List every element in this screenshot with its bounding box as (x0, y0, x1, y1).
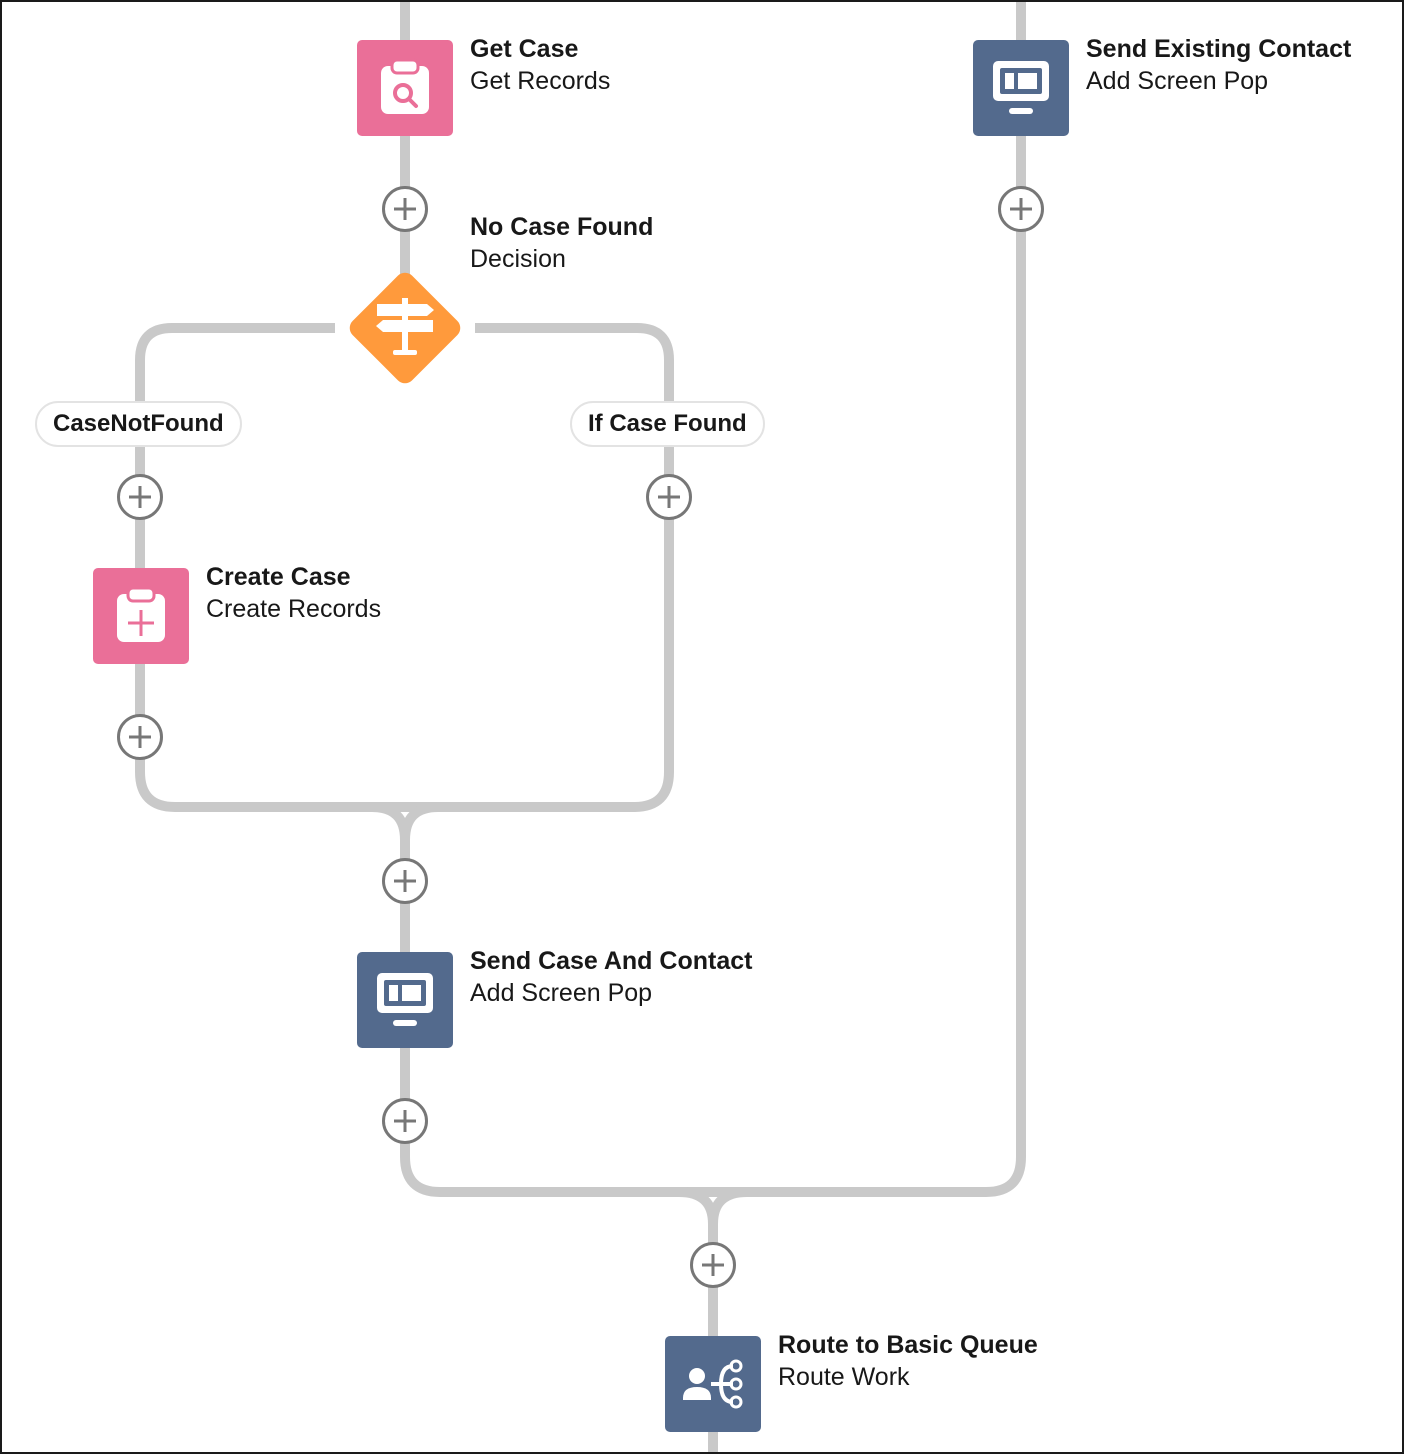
create-case-node[interactable] (93, 568, 189, 664)
route-to-basic-queue-label: Route to Basic Queue Route Work (778, 1329, 1038, 1393)
add-element-button[interactable] (998, 186, 1044, 232)
get-case-node[interactable] (357, 40, 453, 136)
connector-decision-right-branch (475, 323, 674, 812)
clipboard-search-icon (381, 58, 429, 114)
plus-icon (394, 198, 416, 220)
no-case-found-node[interactable] (349, 272, 461, 384)
plus-icon (1010, 198, 1032, 220)
get-case-label: Get Case Get Records (470, 33, 610, 97)
send-existing-contact-subtitle: Add Screen Pop (1086, 67, 1269, 95)
connector-create-case-down (135, 662, 176, 812)
no-case-found-label: No Case Found Decision (470, 211, 653, 275)
route-work-icon (683, 1359, 743, 1409)
add-element-button[interactable] (646, 474, 692, 520)
add-element-button[interactable] (382, 858, 428, 904)
route-to-basic-queue-node[interactable] (665, 1336, 761, 1432)
signpost-icon (349, 272, 461, 384)
create-case-title: Create Case (206, 563, 351, 591)
plus-icon (129, 486, 151, 508)
send-case-and-contact-subtitle: Add Screen Pop (470, 979, 653, 1007)
route-to-basic-queue-title: Route to Basic Queue (778, 1331, 1038, 1359)
get-case-subtitle: Get Records (470, 67, 611, 95)
add-element-button[interactable] (117, 714, 163, 760)
outcome-case-not-found[interactable]: CaseNotFound (35, 401, 242, 447)
send-existing-contact-title: Send Existing Contact (1086, 35, 1352, 63)
send-case-and-contact-node[interactable] (357, 952, 453, 1048)
send-case-and-contact-title: Send Case And Contact (470, 947, 753, 975)
no-case-found-title: No Case Found (470, 213, 654, 241)
plus-icon (129, 726, 151, 748)
monitor-icon (993, 61, 1049, 114)
create-case-subtitle: Create Records (206, 595, 382, 623)
monitor-icon (377, 973, 433, 1026)
connector-final-merge-horizontal (440, 1156, 1026, 1197)
add-element-button[interactable] (117, 474, 163, 520)
outcome-if-case-found[interactable]: If Case Found (570, 401, 765, 447)
no-case-found-subtitle: Decision (470, 245, 566, 273)
plus-icon (658, 486, 680, 508)
send-existing-contact-label: Send Existing Contact Add Screen Pop (1086, 33, 1351, 97)
add-element-button[interactable] (382, 1098, 428, 1144)
plus-icon (394, 870, 416, 892)
connector-send-case-down (400, 1046, 441, 1197)
add-element-button[interactable] (690, 1242, 736, 1288)
send-existing-contact-node[interactable] (973, 40, 1069, 136)
add-element-button[interactable] (382, 186, 428, 232)
send-case-and-contact-label: Send Case And Contact Add Screen Pop (470, 945, 752, 1009)
plus-icon (394, 1110, 416, 1132)
create-case-label: Create Case Create Records (206, 561, 381, 625)
clipboard-plus-icon (117, 586, 165, 642)
get-case-title: Get Case (470, 35, 579, 63)
connector-decision-left-branch (135, 323, 335, 568)
route-to-basic-queue-subtitle: Route Work (778, 1363, 910, 1391)
plus-icon (702, 1254, 724, 1276)
